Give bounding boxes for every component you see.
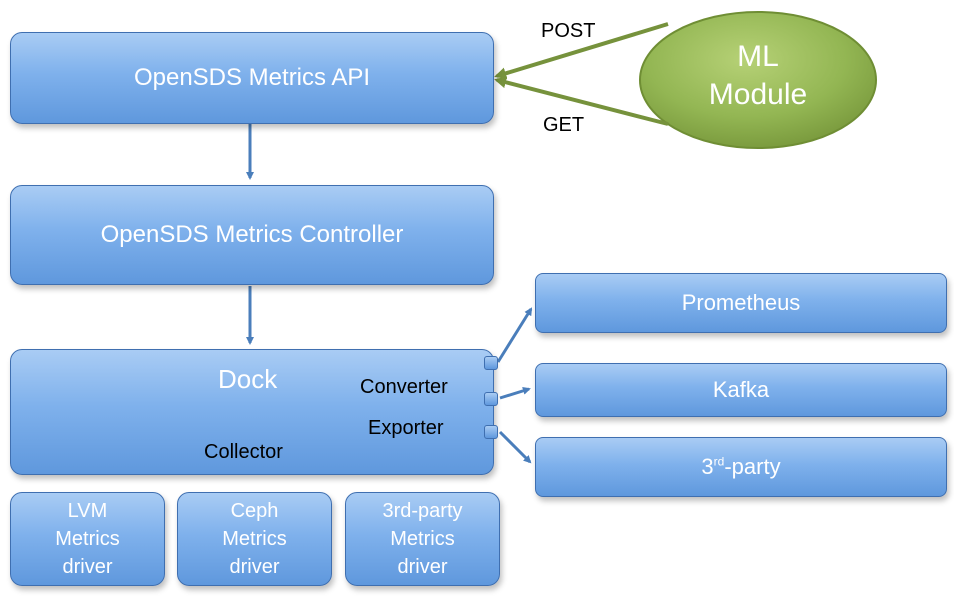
lvm-driver-box: LVM Metrics driver [10,492,165,586]
metrics-api-label: OpenSDS Metrics API [133,64,371,91]
collector-label: Collector [204,441,283,463]
kafka-label: Kafka [712,377,770,402]
converter-label: Converter [360,376,448,398]
ceph-driver-box: Ceph Metrics driver [177,492,332,586]
port-to-kafka-arrow [499,386,531,400]
ml-module-label: ML Module [708,40,808,111]
port-to-third-party-arrow [498,430,532,464]
post-label: POST [541,20,596,42]
third-party-label: 3rd-party [701,454,781,479]
third-party-box: 3rd-party [535,437,947,497]
kafka-box: Kafka [535,363,947,417]
dock-box [10,349,494,475]
metrics-api-box: OpenSDS Metrics API [10,32,494,124]
port-to-prometheus-arrow [496,307,533,363]
third-party-driver-box: 3rd-party Metrics driver [345,492,500,586]
get-label: GET [543,114,585,136]
metrics-controller-box: OpenSDS Metrics Controller [10,185,494,285]
converter-port [484,356,498,370]
exporter-port [484,392,498,406]
metrics-controller-label: OpenSDS Metrics Controller [100,221,404,248]
prometheus-label: Prometheus [681,290,801,315]
exporter-label: Exporter [368,417,444,439]
dock-label: Dock [218,364,278,394]
collector-port [484,425,498,439]
prometheus-box: Prometheus [535,273,947,333]
